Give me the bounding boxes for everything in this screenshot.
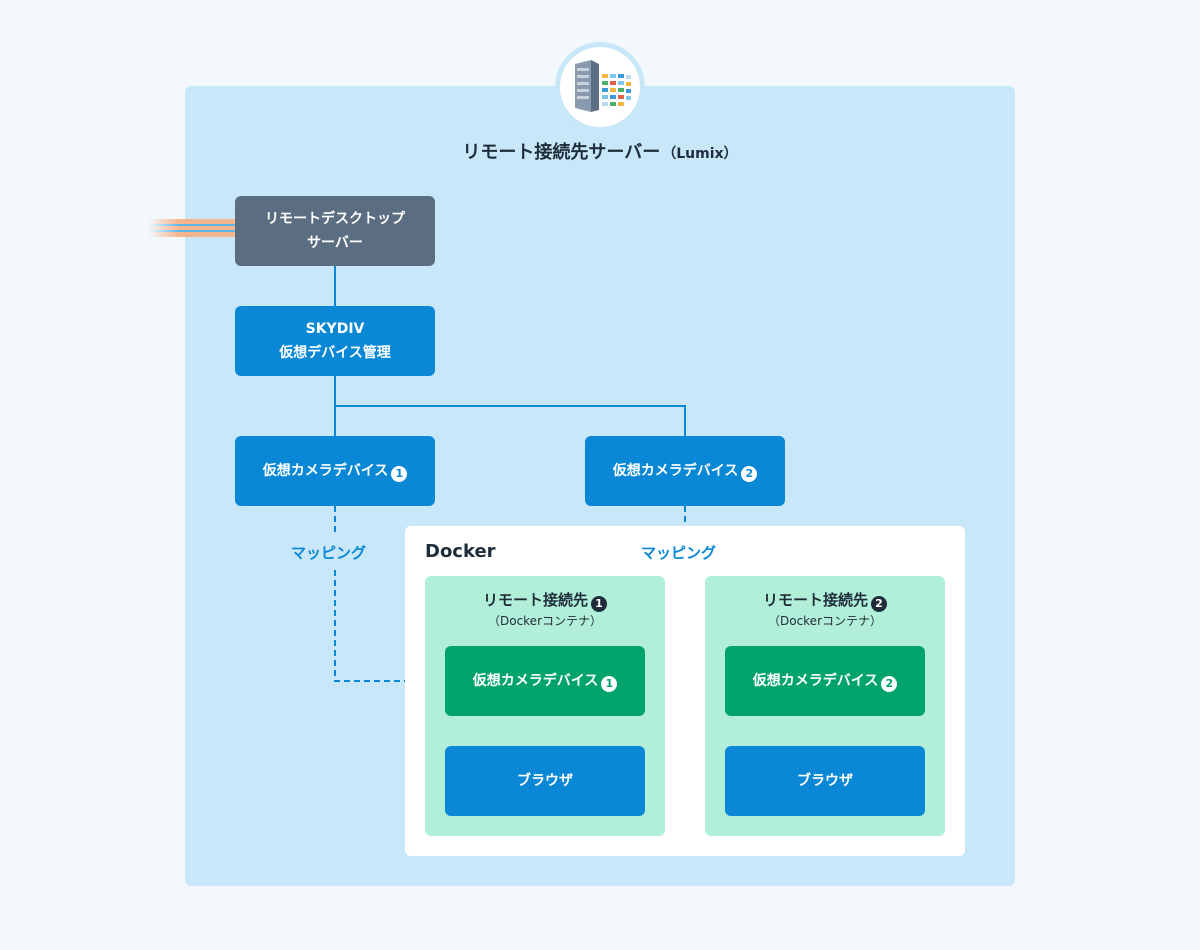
docker-label: Docker (425, 541, 496, 562)
virtual-camera-1-number: 1 (391, 466, 408, 482)
skydiv-box: SKYDIV 仮想デバイス管理 (235, 306, 435, 376)
skydiv-line1: SKYDIV (305, 321, 365, 337)
container-1-browser-label: ブラウザ (517, 773, 573, 789)
virtual-camera-2-label: 仮想カメラデバイス (612, 463, 739, 479)
container-2-subtitle: （Dockerコンテナ） (767, 614, 883, 628)
container-1-number: 1 (591, 595, 607, 612)
mapping-label-2: マッピング (641, 544, 717, 562)
container-2-number: 2 (871, 595, 887, 612)
virtual-camera-1-label: 仮想カメラデバイス (262, 463, 389, 479)
server-grid-icon (575, 60, 631, 112)
skydiv-line2: 仮想デバイス管理 (279, 345, 391, 361)
container-1-camera-label: 仮想カメラデバイス (472, 673, 599, 689)
server-icon-circle (555, 42, 645, 132)
mapping-label-1: マッピング (291, 544, 367, 562)
container-2-camera-label: 仮想カメラデバイス (752, 673, 879, 689)
server-title-text: リモート接続先サーバー (462, 142, 661, 163)
container-1-camera-number: 1 (601, 676, 618, 692)
container-1-title-text: リモート接続先 (482, 591, 588, 609)
virtual-camera-2-number: 2 (741, 466, 758, 482)
incoming-connection-stripes (148, 219, 236, 237)
server-title-subtitle: （Lumix） (662, 146, 738, 162)
skydiv-to-camera2-line (335, 405, 686, 436)
server-title: リモート接続先サーバー（Lumix） (185, 138, 1015, 164)
container-2-title-text: リモート接続先 (762, 591, 868, 609)
container-2-camera-number: 2 (881, 676, 898, 692)
container-2-browser-box: ブラウザ (725, 746, 925, 816)
container-1-browser-box: ブラウザ (445, 746, 645, 816)
rdp-server-box: リモートデスクトップ サーバー (235, 196, 435, 266)
rdp-server-line1: リモートデスクトップ (265, 211, 405, 227)
container-1-subtitle: （Dockerコンテナ） (487, 614, 603, 628)
rdp-server-line2: サーバー (307, 235, 363, 251)
container-2-browser-label: ブラウザ (797, 773, 853, 789)
